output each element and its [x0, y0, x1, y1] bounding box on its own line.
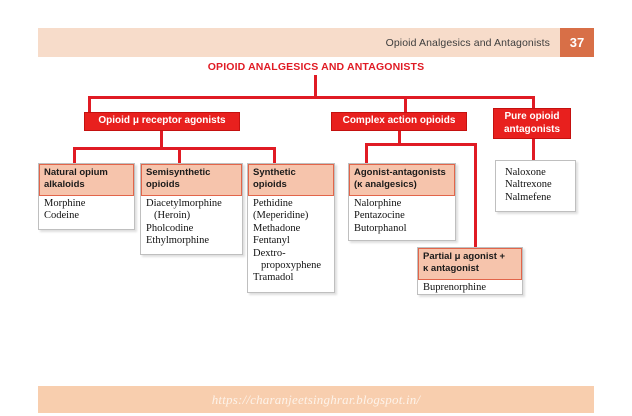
category-pure-opioid-antagonists-label-1: Pure opioid [504, 111, 560, 122]
drugbox-synthetic-opioids-header-line2: opioids [253, 179, 287, 190]
drugbox-partial-agonist[interactable]: Partial μ agonist + κ antagonist Bupreno… [417, 247, 523, 295]
list-item: Pholcodine [146, 222, 194, 234]
list-item: Dextro- [253, 247, 286, 259]
category-complex-action-opioids[interactable]: Complex action opioids [331, 112, 467, 131]
page-header-title: Opioid Analgesics and Antagonists [385, 36, 550, 49]
list-item: Pethidine [253, 198, 293, 209]
drugbox-semisynthetic-opioids-header-line2: opioids [146, 179, 180, 190]
list-item: (Meperidine) [253, 210, 309, 222]
connector-drop-synthetic [273, 147, 276, 164]
drugbox-agonist-antagonists-list: Nalorphine Pentazocine Butorphanol [349, 196, 455, 239]
drugbox-partial-agonist-list: Buprenorphine [418, 280, 522, 298]
list-item: Nalmefene [505, 191, 552, 203]
drugbox-pure-antagonist-drugs-list: Naloxone Naltrexone Nalmefene [496, 161, 575, 208]
drugbox-partial-agonist-header-line1: Partial μ agonist + [423, 251, 506, 262]
connector-drop-pure-antagonist-drugs [532, 139, 535, 160]
connector-level1-bus [88, 96, 535, 99]
connector-drop-partial-agonist [474, 143, 477, 247]
list-item: Naloxone [505, 167, 546, 178]
connector-drop-agonist-antagonists [365, 143, 368, 164]
list-item: propoxyphene [261, 260, 322, 272]
category-mu-receptor-agonists-label: Opioid μ receptor agonists [98, 115, 226, 127]
page-footer-bar: https://charanjeetsinghrar.blogspot.in/ [38, 386, 594, 413]
drugbox-partial-agonist-header: Partial μ agonist + κ antagonist [418, 248, 522, 280]
list-item: Nalorphine [354, 198, 402, 209]
drugbox-agonist-antagonists-header-line1: Agonist-antagonists [354, 167, 446, 178]
connector-drop-mu-agonists [88, 96, 91, 112]
connector-drop-semisynthetic [178, 147, 181, 164]
category-pure-opioid-antagonists[interactable]: Pure opioid antagonists [493, 108, 571, 139]
page-header-bar: Opioid Analgesics and Antagonists 37 [38, 28, 594, 57]
drugbox-natural-opium-alkaloids-header-line2: alkaloids [44, 179, 85, 190]
drugbox-natural-opium-alkaloids[interactable]: Natural opium alkaloids Morphine Codeine [38, 163, 135, 230]
drugbox-synthetic-opioids-list: Pethidine (Meperidine) Methadone Fentany… [248, 196, 334, 289]
drugbox-pure-antagonist-drugs[interactable]: Naloxone Naltrexone Nalmefene [495, 160, 576, 212]
drugbox-semisynthetic-opioids-header-line1: Semisynthetic [146, 167, 211, 178]
drugbox-natural-opium-alkaloids-header: Natural opium alkaloids [39, 164, 134, 196]
list-item: Ethylmorphine [146, 235, 209, 247]
category-mu-receptor-agonists[interactable]: Opioid μ receptor agonists [84, 112, 240, 131]
connector-drop-natural-opium [73, 147, 76, 164]
list-item: Tramadol [253, 272, 294, 284]
footer-url: https://charanjeetsinghrar.blogspot.in/ [211, 391, 421, 407]
list-item: Pentazocine [354, 210, 405, 222]
drugbox-semisynthetic-opioids[interactable]: Semisynthetic opioids Diacetylmorphine (… [140, 163, 243, 255]
drugbox-partial-agonist-header-line2: κ antagonist [423, 263, 479, 274]
list-item: Fentanyl [253, 235, 290, 247]
list-item: Morphine [44, 198, 86, 209]
connector-title-stem [314, 75, 317, 96]
page-number-badge: 37 [560, 28, 594, 57]
connector-complex-bus [365, 143, 477, 146]
list-item: Methadone [253, 222, 301, 234]
connector-complex-stem [398, 131, 401, 143]
list-item: Codeine [44, 210, 79, 222]
list-item: Diacetylmorphine [146, 198, 222, 209]
connector-drop-pure-antagonists [532, 96, 535, 108]
drugbox-semisynthetic-opioids-list: Diacetylmorphine (Heroin) Pholcodine Eth… [141, 196, 242, 252]
category-complex-action-opioids-label: Complex action opioids [342, 115, 456, 127]
drugbox-synthetic-opioids-header: Synthetic opioids [248, 164, 334, 196]
drugbox-agonist-antagonists-header-line2: (κ analgesics) [354, 179, 417, 190]
list-item: Butorphanol [354, 222, 407, 234]
list-item: (Heroin) [154, 210, 191, 222]
connector-mu-stem [160, 131, 163, 147]
category-pure-opioid-antagonists-label-2: antagonists [503, 123, 561, 135]
drugbox-synthetic-opioids-header-line1: Synthetic [253, 167, 296, 178]
drugbox-agonist-antagonists[interactable]: Agonist-antagonists (κ analgesics) Nalor… [348, 163, 456, 241]
drugbox-natural-opium-alkaloids-list: Morphine Codeine [39, 196, 134, 227]
connector-mu-bus [73, 147, 276, 150]
list-item: Buprenorphine [423, 282, 486, 293]
diagram-title: OPIOID ANALGESICS AND ANTAGONISTS [207, 61, 425, 73]
list-item: Naltrexone [505, 179, 552, 191]
drugbox-semisynthetic-opioids-header: Semisynthetic opioids [141, 164, 242, 196]
connector-drop-complex-action [404, 96, 407, 112]
drugbox-agonist-antagonists-header: Agonist-antagonists (κ analgesics) [349, 164, 455, 196]
drugbox-synthetic-opioids[interactable]: Synthetic opioids Pethidine (Meperidine)… [247, 163, 335, 293]
drugbox-natural-opium-alkaloids-header-line1: Natural opium [44, 167, 108, 178]
